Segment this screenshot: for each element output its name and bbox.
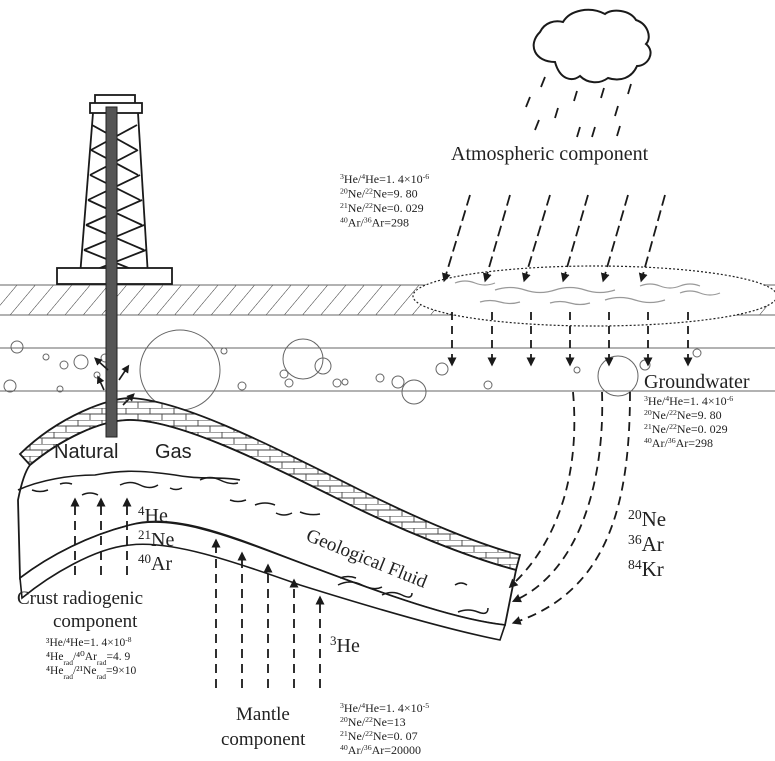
atmospheric-title: Atmospheric component [451,143,649,165]
cloud-icon [532,8,652,84]
atmospheric-arrows [441,194,666,283]
gas-label: Gas [155,441,192,463]
crust-ratio: ³He/⁴He=1. 4×10-8 [46,635,132,650]
groundwater-isotope: 84Kr [628,557,664,582]
groundwater-ratio: 3He/4He=1. 4×10-6 [644,394,733,409]
gas-escape-arrows [94,357,135,406]
atmospheric-ratio: 40Ar/36Ar=298 [340,215,409,230]
natural-label: Natural [54,441,118,463]
mantle-component: 3He Mantle component 3He/4He=1. 4×10-520… [221,633,429,758]
mantle-arrows [211,538,325,688]
mantle-isotope: 3He [330,633,360,658]
groundwater-title: Groundwater [644,371,750,393]
surface-water-pool [412,265,775,327]
atmospheric-ratio: 3He/4He=1. 4×10-6 [340,172,429,187]
natural-gas-label: Natural Gas [54,441,192,463]
groundwater-component: Groundwater 3He/4He=1. 4×10-620Ne/22Ne=9… [628,371,750,581]
crust-title-line2: component [53,611,138,632]
groundwater-ratio: 20Ne/22Ne=9. 80 [644,408,722,423]
crust-isotope: 40Ar [138,551,172,576]
aquifer-layer [0,329,775,411]
mantle-ratio: 40Ar/36Ar=20000 [340,743,421,758]
atmospheric-component: Atmospheric component 3He/4He=1. 4×10-62… [340,143,649,230]
crust-arrows [70,497,132,575]
reservoir-layer [17,419,518,641]
atmospheric-ratio: 21Ne/22Ne=0. 029 [340,201,424,216]
rain-drops [525,76,632,138]
mantle-title-line2: component [221,729,306,750]
mantle-ratio: 20Ne/22Ne=13 [340,715,406,730]
groundwater-ratio: 21Ne/22Ne=0. 029 [644,422,728,437]
atmospheric-ratio: 20Ne/22Ne=9. 80 [340,186,418,201]
mantle-isotope-label: 3He [330,633,360,658]
crust-ratio: ⁴Herad/⁴⁰Arrad=4. 9 [46,651,130,667]
mantle-ratio: 3He/4He=1. 4×10-5 [340,701,429,716]
mantle-ratios: 3He/4He=1. 4×10-520Ne/22Ne=1321Ne/22Ne=0… [340,701,429,758]
groundwater-ratio: 40Ar/36Ar=298 [644,436,713,451]
well-pipe [105,106,118,438]
crust-ratio: ⁴Herad/²¹Nerad=9×10 [46,665,136,681]
crust-isotope: 4He [138,503,168,528]
groundwater-flow-arrows [508,391,631,625]
groundwater-isotope: 36Ar [628,532,664,557]
groundwater-isotope: 20Ne [628,507,666,532]
crust-title-line1: Crust radiogenic [17,588,143,609]
crust-isotope: 21Ne [138,527,174,552]
mantle-title-line1: Mantle [236,704,290,725]
mantle-ratio: 21Ne/22Ne=0. 07 [340,729,418,744]
